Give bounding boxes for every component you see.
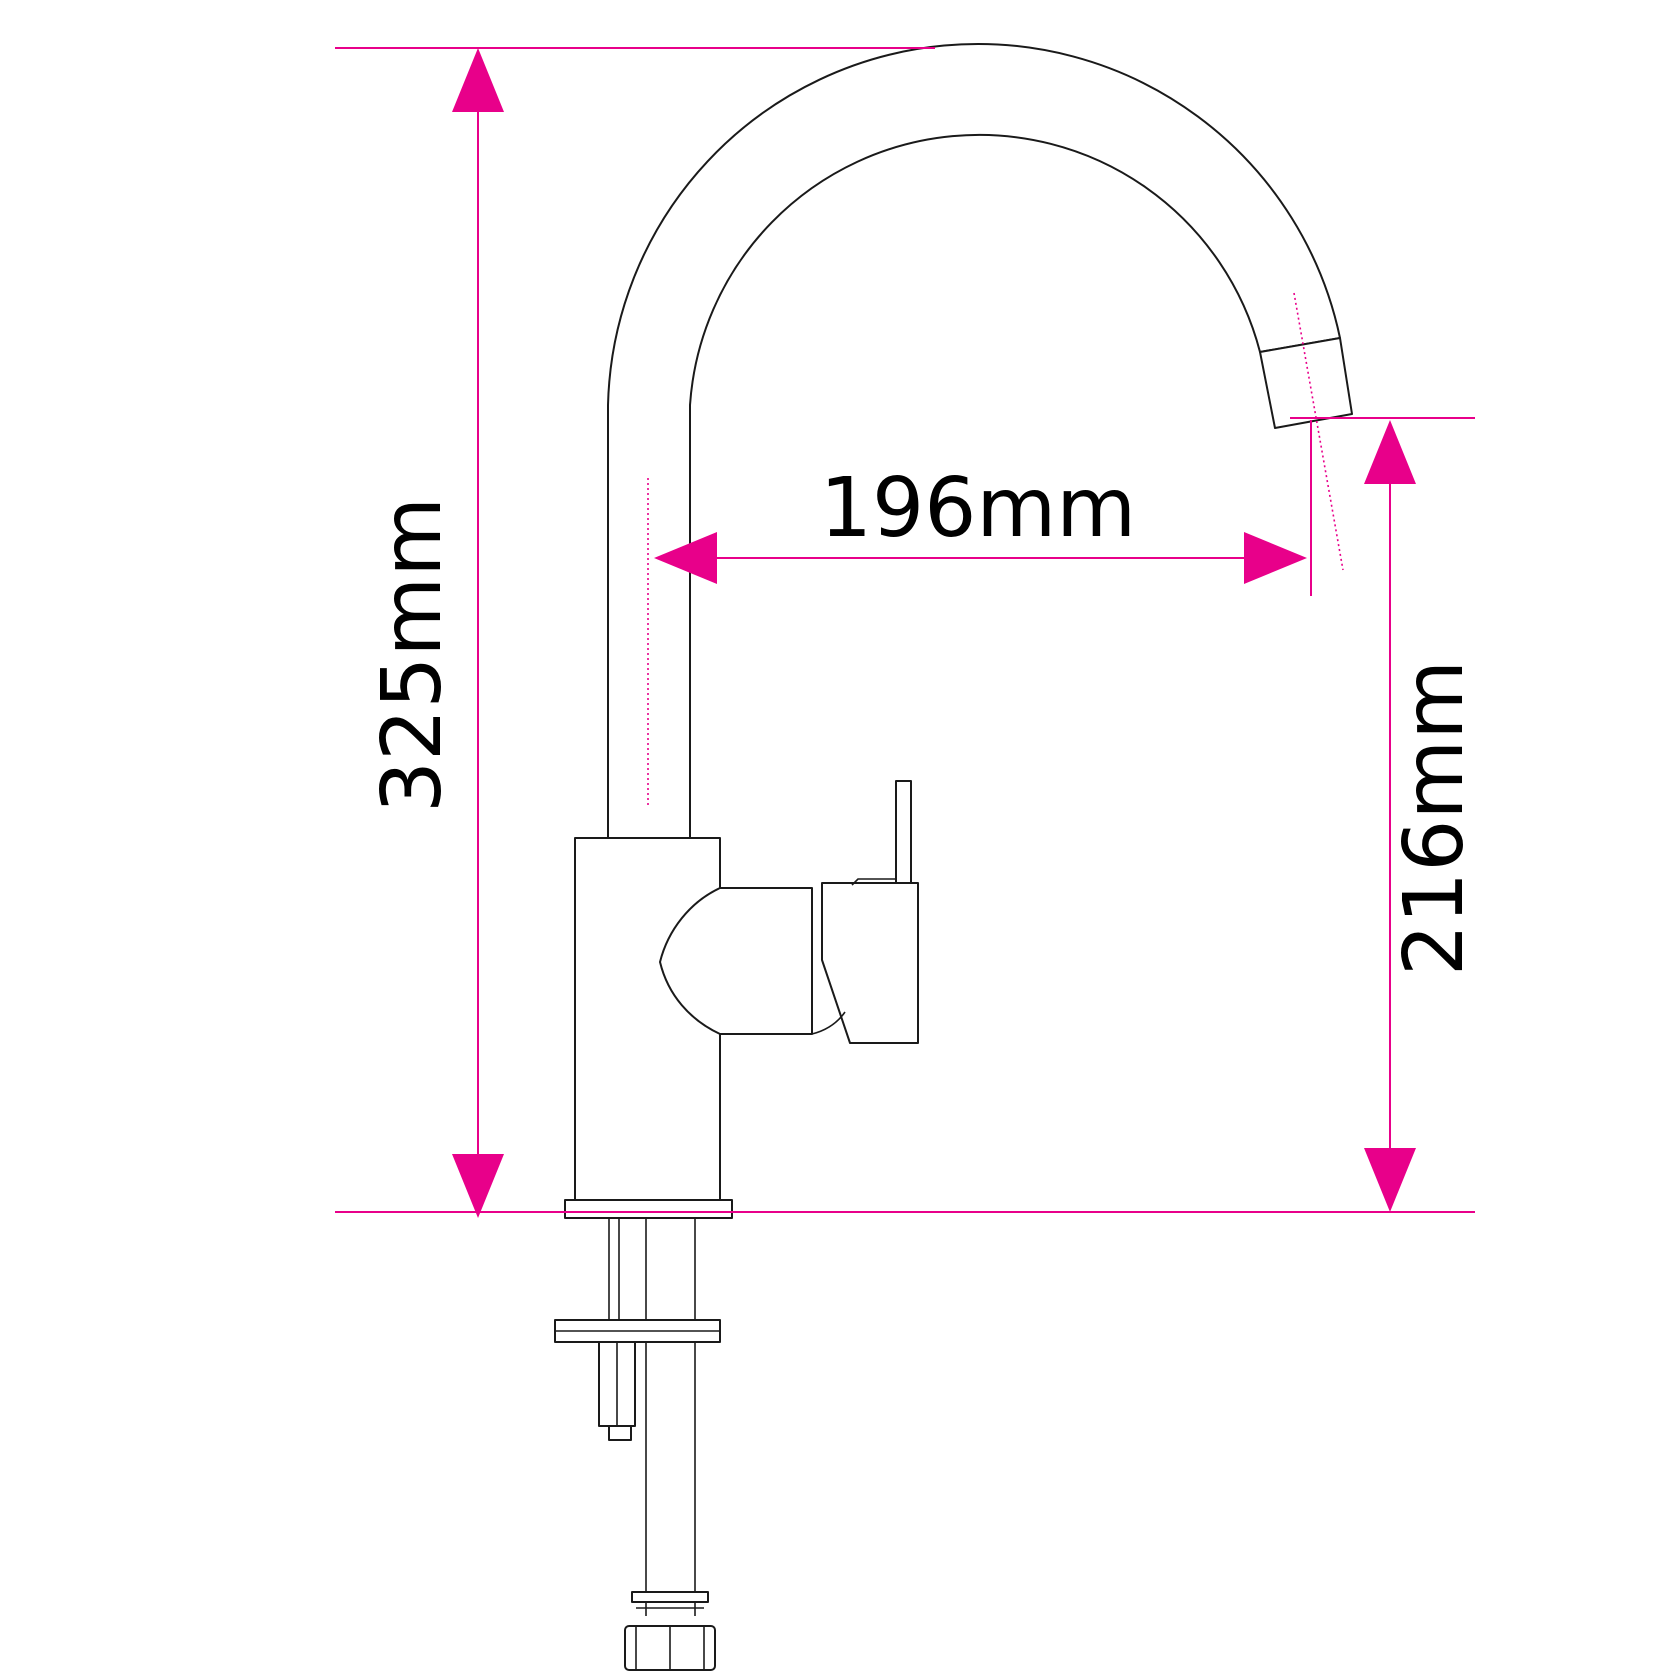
faucet-drawing bbox=[554, 43, 1353, 1671]
reach-label: 196mm bbox=[820, 461, 1136, 556]
reach-arrow-left bbox=[654, 532, 717, 584]
spout-height-label: 216mm bbox=[1387, 660, 1482, 976]
spout-neck bbox=[607, 43, 1341, 839]
total-height-arrow-bottom bbox=[452, 1154, 504, 1218]
spout-height-arrow-top bbox=[1364, 420, 1416, 484]
reach-arrow-right bbox=[1244, 532, 1307, 584]
dimension-lines bbox=[335, 47, 1475, 1218]
mounting-bolt-tip bbox=[608, 1425, 632, 1441]
spout-height-arrow-bottom bbox=[1364, 1148, 1416, 1212]
hose-ferrule bbox=[631, 1591, 709, 1603]
handle-block bbox=[821, 882, 919, 1044]
total-height-arrow-top bbox=[452, 48, 504, 112]
base-flange bbox=[564, 1199, 733, 1219]
handle-block-joint bbox=[811, 1011, 846, 1035]
total-height-label: 325mm bbox=[365, 497, 460, 813]
nozzle-centerline bbox=[1293, 292, 1344, 571]
lever-base bbox=[851, 878, 897, 886]
cartridge-housing bbox=[659, 887, 813, 1035]
aerator-nozzle bbox=[1259, 337, 1353, 429]
handle-lever bbox=[895, 780, 912, 884]
